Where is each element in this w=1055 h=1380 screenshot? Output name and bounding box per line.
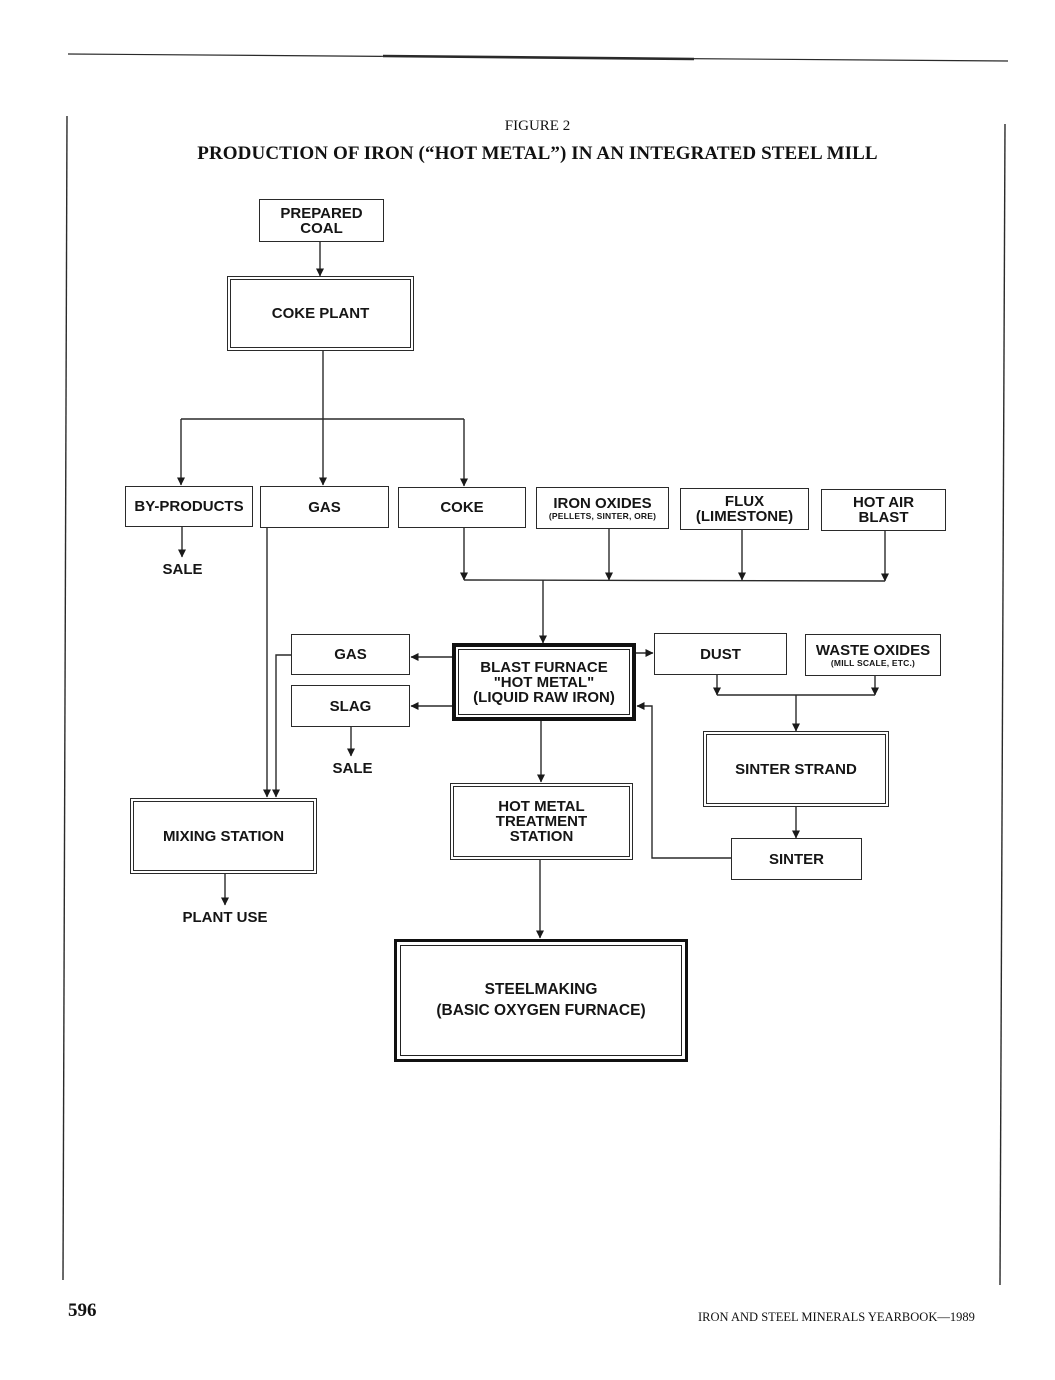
node-waste-oxides: WASTE OXIDES (MILL SCALE, ETC.)	[805, 634, 941, 676]
node-gas-blast-furnace: GAS	[291, 634, 410, 675]
node-iron-oxides: IRON OXIDES (PELLETS, SINTER, ORE)	[536, 487, 669, 529]
node-blast-furnace: BLAST FURNACE "HOT METAL" (LIQUID RAW IR…	[452, 643, 636, 721]
node-prepared-coal: PREPARED COAL	[259, 199, 384, 242]
figure-title: PRODUCTION OF IRON (“HOT METAL”) IN AN I…	[197, 143, 878, 164]
edge-sinter-to-bf	[636, 702, 731, 859]
iron-oxides-label: IRON OXIDES	[553, 494, 652, 512]
figure-label: FIGURE 2	[504, 118, 571, 134]
node-by-products: BY-PRODUCTS	[125, 486, 253, 527]
node-coke: COKE	[398, 487, 526, 528]
waste-oxides-label: WASTE OXIDES	[815, 641, 931, 659]
node-steelmaking: STEELMAKING (BASIC OXYGEN FURNACE)	[394, 939, 688, 1062]
node-hot-air-blast: HOT AIR BLAST	[821, 489, 946, 531]
page-number: 596	[68, 1300, 97, 1321]
node-hot-metal-treatment: HOT METAL TREATMENT STATION	[450, 783, 633, 860]
node-slag: SLAG	[291, 685, 410, 727]
running-footer: IRON AND STEEL MINERALS YEARBOOK—1989	[698, 1310, 975, 1324]
node-mixing-station: MIXING STATION	[130, 798, 317, 874]
waste-oxides-sublabel: (MILL SCALE, ETC.)	[830, 657, 916, 668]
node-dust: DUST	[654, 633, 787, 675]
left-margin-rule	[62, 115, 68, 1281]
node-flux: FLUX (LIMESTONE)	[680, 488, 809, 530]
header-rule-thick	[382, 54, 695, 61]
label-plant-use: PLANT USE	[182, 909, 268, 926]
node-coke-plant: COKE PLANT	[227, 276, 414, 351]
node-gas-coke-plant: GAS	[260, 486, 389, 528]
node-sinter: SINTER	[731, 838, 862, 880]
node-sinter-strand: SINTER STRAND	[703, 731, 889, 807]
edge-collector	[463, 579, 886, 582]
edge-gas-bf-to-mixing	[272, 654, 292, 798]
label-sale-slag: SALE	[332, 760, 373, 777]
iron-oxides-sublabel: (PELLETS, SINTER, ORE)	[548, 510, 657, 521]
right-margin-rule	[999, 123, 1006, 1286]
label-sale-byproducts: SALE	[162, 561, 203, 578]
